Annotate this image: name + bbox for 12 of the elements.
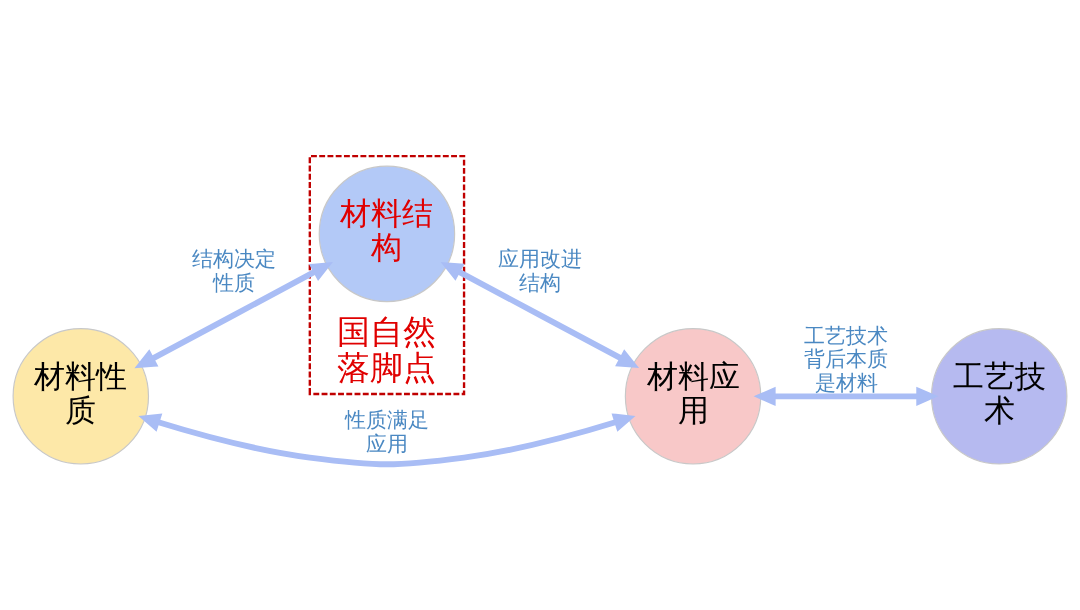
edge-label: 工艺技术背后本质是材料 — [804, 322, 889, 395]
arrow — [134, 261, 333, 368]
arrow — [440, 261, 640, 368]
edge-label: 应用改进结构 — [498, 245, 582, 295]
node-circle: 材料应用 — [624, 327, 762, 465]
edge-label: 结构决定性质 — [191, 245, 276, 295]
arrow — [753, 386, 939, 406]
arrow — [138, 412, 636, 467]
node-circle: 材料结构 — [318, 165, 456, 302]
node-circle: 工艺技术 — [930, 327, 1068, 465]
edge-label: 性质满足应用 — [344, 406, 429, 456]
node-circle: 材料性质 — [12, 327, 150, 465]
